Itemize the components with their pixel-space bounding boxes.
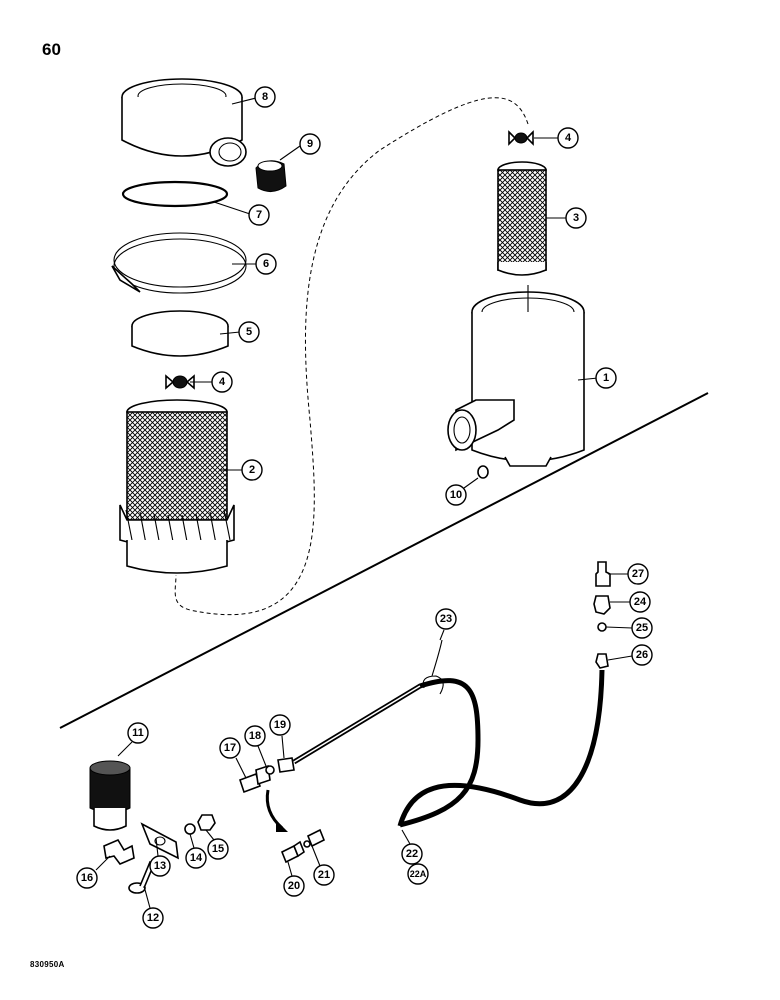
alternate-arrow [265, 789, 284, 830]
callout-4-lower: 4 [211, 371, 233, 393]
callout-4-upper: 4 [557, 127, 579, 149]
svg-text:15: 15 [212, 843, 224, 855]
svg-text:20: 20 [288, 880, 300, 892]
svg-text:4: 4 [565, 132, 572, 144]
filter-housing [447, 285, 585, 467]
callout-9: 9 [299, 133, 321, 155]
sleeve [597, 622, 607, 632]
leader-lines [95, 97, 633, 909]
elbow-fitting [103, 838, 135, 865]
svg-text:25: 25 [636, 622, 648, 634]
callout-18: 18 [244, 725, 266, 747]
svg-text:17: 17 [224, 742, 236, 754]
svg-text:2: 2 [249, 464, 255, 476]
callout-22: 22 [401, 843, 423, 865]
callout-10: 10 [445, 484, 467, 506]
svg-text:8: 8 [262, 91, 268, 103]
tubing-lower [397, 669, 605, 827]
callout-27: 27 [627, 563, 649, 585]
svg-text:10: 10 [450, 489, 462, 501]
insert [595, 653, 609, 669]
o-ring [121, 180, 229, 208]
svg-text:23: 23 [440, 613, 452, 625]
svg-text:24: 24 [634, 596, 647, 608]
callout-8: 8 [254, 86, 276, 108]
callout-22a: 22A [407, 863, 429, 885]
callout-21: 21 [313, 864, 335, 886]
alternate-elbow [303, 828, 326, 848]
callout-2: 2 [241, 459, 263, 481]
callout-11: 11 [127, 722, 149, 744]
callout-19: 19 [269, 714, 291, 736]
callout-14: 14 [185, 847, 207, 869]
callout-12: 12 [142, 907, 164, 929]
lock-washer [184, 823, 196, 835]
callout-25: 25 [631, 617, 653, 639]
assembly-dashed-path [174, 97, 529, 616]
callout-6: 6 [255, 253, 277, 275]
svg-text:3: 3 [573, 212, 579, 224]
wing-nut-lower [165, 374, 195, 390]
callout-13: 13 [149, 855, 171, 877]
page-number: 60 [42, 40, 61, 59]
band-clamp [111, 232, 247, 294]
callout-24: 24 [629, 591, 651, 613]
ferrule [265, 765, 275, 775]
svg-text:22: 22 [406, 848, 418, 860]
section-divider [59, 392, 709, 729]
callout-17: 17 [219, 737, 241, 759]
mounting-plate [140, 822, 179, 860]
svg-text:21: 21 [318, 869, 330, 881]
svg-text:22A: 22A [410, 869, 427, 879]
svg-text:11: 11 [132, 727, 144, 739]
svg-text:16: 16 [81, 872, 93, 884]
callout-16: 16 [76, 867, 98, 889]
svg-text:4: 4 [219, 376, 226, 388]
outer-filter-element [119, 399, 235, 574]
callout-20: 20 [283, 875, 305, 897]
callout-3: 3 [565, 207, 587, 229]
svg-text:19: 19 [274, 719, 286, 731]
svg-text:12: 12 [147, 912, 159, 924]
callout-15: 15 [207, 838, 229, 860]
svg-text:13: 13 [154, 860, 166, 872]
callout-26: 26 [631, 644, 653, 666]
tie-strap [422, 639, 444, 695]
figure-code: 830950A [30, 960, 65, 969]
svg-text:14: 14 [190, 852, 203, 864]
svg-text:9: 9 [307, 138, 313, 150]
svg-text:6: 6 [263, 258, 269, 270]
drain-plug [477, 465, 489, 479]
callout-7: 7 [248, 204, 270, 226]
svg-text:1: 1 [603, 372, 609, 384]
connector-fitting [595, 561, 611, 587]
tube-nut [277, 757, 295, 773]
wing-nut-upper [508, 130, 534, 146]
restriction-indicator [89, 760, 131, 831]
filter-end-cap [131, 310, 229, 357]
callout-1: 1 [595, 367, 617, 389]
inner-filter-element [497, 161, 547, 276]
precleaner-cover [121, 78, 247, 167]
hex-nut [197, 814, 216, 831]
callout-23: 23 [435, 608, 457, 630]
nut-fitting [593, 595, 611, 615]
alternate-adapter [280, 840, 305, 864]
tubing-upper [292, 678, 481, 828]
svg-text:27: 27 [632, 568, 644, 580]
callout-5: 5 [238, 321, 260, 343]
svg-text:18: 18 [249, 730, 261, 742]
svg-text:26: 26 [636, 649, 648, 661]
svg-text:5: 5 [246, 326, 252, 338]
svg-text:7: 7 [256, 209, 262, 221]
rubber-cap [255, 160, 287, 192]
